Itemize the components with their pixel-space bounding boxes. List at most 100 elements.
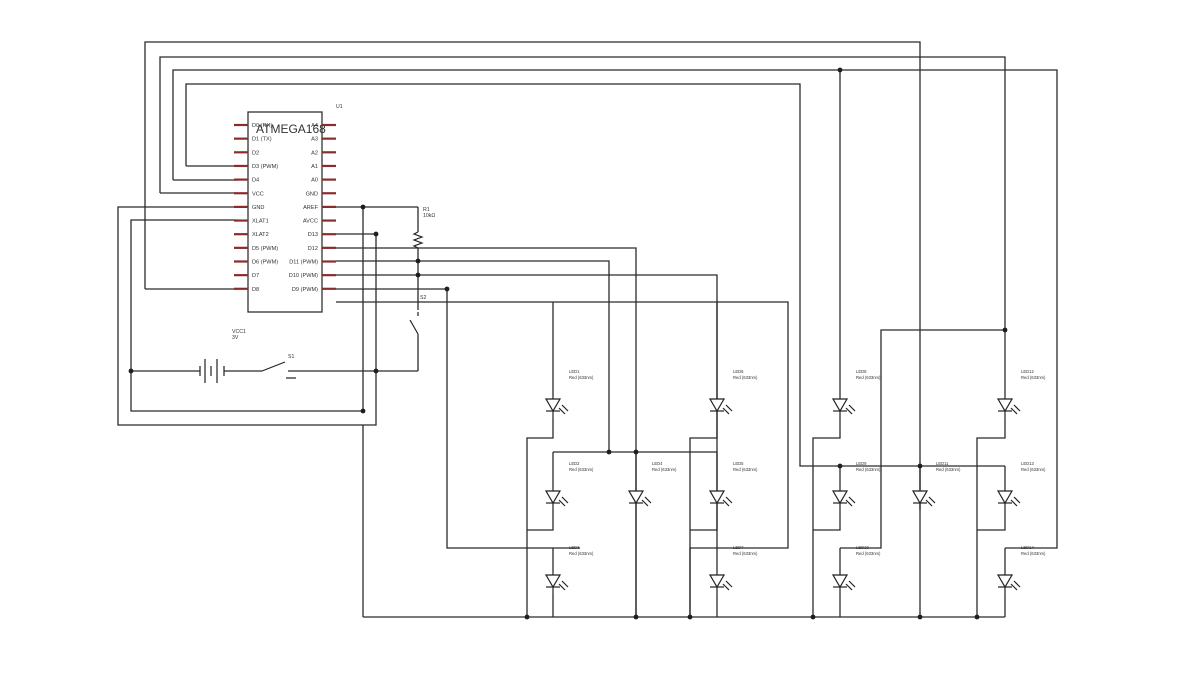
diode-body	[708, 574, 726, 589]
diode-body	[831, 490, 849, 505]
led-ref: LED8	[856, 369, 867, 374]
chip-left-pin-label: D6 (PWM)	[252, 260, 278, 266]
chip-left-pin-label: XLAT2	[252, 232, 269, 238]
led-ref: LED3	[569, 545, 580, 550]
diode-body	[911, 490, 929, 505]
light-arrow-icon	[561, 580, 569, 588]
light-arrow-icon	[845, 499, 853, 507]
light-arrow-icon	[558, 407, 566, 415]
light-arrow-icon	[558, 499, 566, 507]
led-ref: LED11	[936, 461, 949, 466]
diode-body	[708, 490, 726, 505]
light-arrow-icon	[845, 407, 853, 415]
resistor-r1: R1 10kΩ	[412, 207, 435, 249]
chip-left-pin-label: D1 (TX)	[252, 137, 272, 143]
light-arrow-icon	[925, 499, 933, 507]
light-arrow-icon	[725, 404, 733, 412]
led-ref: LED7	[733, 545, 744, 550]
chip-right-pin-label: A4	[311, 123, 318, 129]
led-grid-wires	[363, 70, 1006, 618]
light-arrow-icon	[725, 496, 733, 504]
chip-right-pin-label: D9 (PWM)	[292, 287, 318, 293]
chip-ref: U1	[336, 104, 343, 110]
chip-right-pin-label: A2	[311, 150, 318, 156]
chip-right-pin-label: D13	[308, 232, 318, 238]
light-arrow-icon	[722, 499, 730, 507]
switch2-ref: S2	[420, 295, 426, 301]
diode-body	[996, 398, 1014, 413]
light-arrow-icon	[722, 407, 730, 415]
led-ref: LED1	[569, 369, 580, 374]
light-arrow-icon	[1010, 583, 1018, 591]
light-arrow-icon	[561, 496, 569, 504]
power-wires	[117, 206, 418, 617]
chip-left-pin-label: XLAT1	[252, 219, 269, 225]
led-color: Red (633nm)	[1021, 467, 1046, 472]
led-ref: LED4	[652, 461, 663, 466]
led-color: Red (633nm)	[733, 467, 758, 472]
resistor-ref: R1	[423, 207, 430, 213]
light-arrow-icon	[1010, 407, 1018, 415]
diode-body	[544, 490, 562, 505]
led-color: Red (633nm)	[569, 467, 594, 472]
light-arrow-icon	[1013, 580, 1021, 588]
led-color: Red (633nm)	[856, 467, 881, 472]
chip-right-pin-label: D12	[308, 246, 318, 252]
chip-right-pin-label: D10 (PWM)	[289, 273, 318, 279]
diode-body	[996, 490, 1014, 505]
led-ref: LED14	[1021, 545, 1034, 550]
light-arrow-icon	[725, 580, 733, 588]
led-ref: LED13	[1021, 461, 1034, 466]
led-ref: LED12	[1021, 369, 1034, 374]
chip-left-pin-label: D3 (PWM)	[252, 164, 278, 170]
light-arrow-icon	[558, 583, 566, 591]
led-color: Red (633nm)	[1021, 375, 1046, 380]
light-arrow-icon	[561, 404, 569, 412]
diode-body	[627, 490, 645, 505]
chip-left-pin-label: D0 (RX)	[252, 123, 272, 129]
light-arrow-icon	[848, 496, 856, 504]
led-ref: LED5	[733, 461, 744, 466]
chip-right-pin-label: A1	[311, 164, 318, 170]
chip-left-pin-label: D7	[252, 273, 259, 279]
chip-right-pin-label: AREF	[303, 205, 319, 211]
chip-right-pin-label: A0	[311, 178, 318, 184]
chip-name: ATMEGA168	[256, 122, 326, 136]
led-ref: LED2	[569, 461, 580, 466]
light-arrow-icon	[845, 583, 853, 591]
switch-s1: S1	[261, 354, 296, 379]
light-arrow-icon	[848, 404, 856, 412]
signal-wires	[336, 207, 789, 617]
diode-body	[831, 574, 849, 589]
diode-body	[708, 398, 726, 413]
light-arrow-icon	[641, 499, 649, 507]
light-arrow-icon	[928, 496, 936, 504]
led-ref: LED6	[733, 369, 744, 374]
diode-body	[996, 574, 1014, 589]
diode-body	[831, 398, 849, 413]
led-color: Red (633nm)	[733, 375, 758, 380]
chip-left-pin-label: D8	[252, 287, 259, 293]
chip-right-pin-label: GND	[306, 191, 318, 197]
resistor-value: 10kΩ	[423, 213, 435, 219]
led-ref: LED9	[856, 461, 867, 466]
led-color: Red (633nm)	[856, 375, 881, 380]
switch-s2: S2	[409, 295, 426, 336]
light-arrow-icon	[1013, 496, 1021, 504]
chip-right-pin-label: A3	[311, 137, 318, 143]
chip-left-pin-label: D2	[252, 150, 259, 156]
junction-dots	[128, 67, 1008, 620]
